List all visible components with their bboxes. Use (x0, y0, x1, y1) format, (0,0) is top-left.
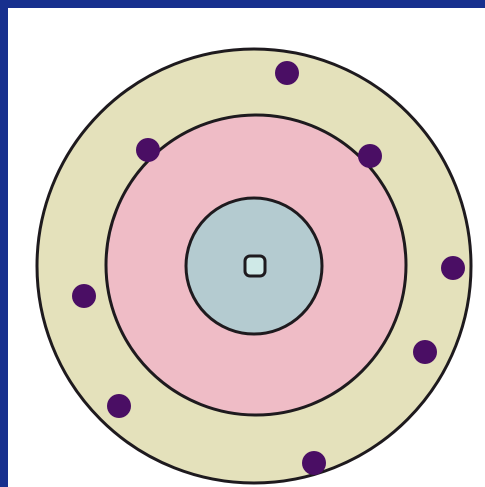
electron-dot-8 (302, 451, 326, 475)
electron-dot-5 (72, 284, 96, 308)
electron-dot-3 (358, 144, 382, 168)
electron-dot-7 (107, 394, 131, 418)
center-square (245, 256, 265, 276)
electron-dot-1 (275, 61, 299, 85)
electron-dot-2 (136, 138, 160, 162)
electron-dot-6 (413, 340, 437, 364)
electron-dot-4 (441, 256, 465, 280)
